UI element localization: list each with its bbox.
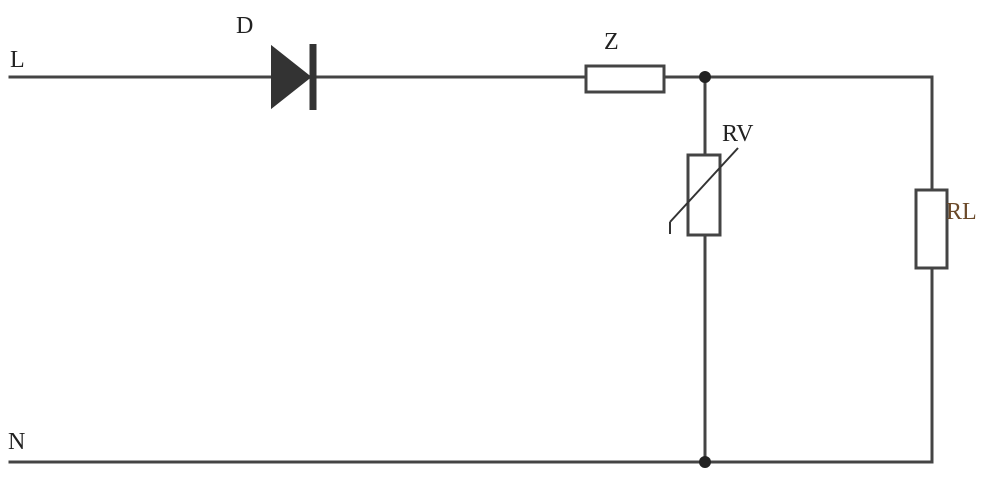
- diode-triangle: [272, 47, 310, 107]
- neutral-terminal-label: N: [8, 430, 25, 454]
- load-resistor-label: RL: [946, 200, 977, 224]
- load-resistor-body: [916, 190, 947, 268]
- varistor-label: RV: [722, 122, 753, 146]
- varistor-body: [688, 155, 720, 235]
- varistor-symbol: [670, 148, 738, 235]
- impedance-z-body: [586, 66, 664, 92]
- diode-symbol: [272, 44, 313, 110]
- junction-top: [699, 71, 711, 83]
- junction-bottom: [699, 456, 711, 468]
- line-terminal-label: L: [10, 48, 25, 72]
- impedance-label: Z: [604, 30, 619, 54]
- diode-label: D: [236, 14, 253, 38]
